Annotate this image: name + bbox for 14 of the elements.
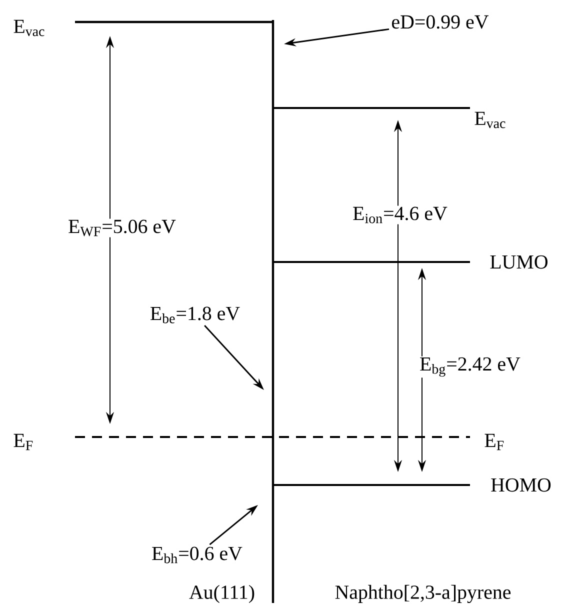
level-label: Au(111) bbox=[189, 584, 254, 604]
value-label: E$_{bh}$=0.6 eV bbox=[152, 546, 242, 564]
level-label: LUMO bbox=[490, 255, 548, 269]
level-label: E$_{F}$ bbox=[484, 434, 504, 450]
level-label: E$_{WF}$=5.06 eV bbox=[67, 218, 177, 238]
level-label: E$_{vac}$ bbox=[14, 20, 44, 36]
value-label: eD=0.99 eV bbox=[392, 15, 489, 29]
level-label: E$_{ion}$=4.6 eV bbox=[352, 206, 448, 224]
level-label: E$_{vac}$ bbox=[474, 112, 506, 128]
level-label: HOMO bbox=[491, 478, 551, 492]
value-label: E$_{be}$=1.8 eV bbox=[150, 306, 240, 324]
level-label: E$_{bg}$=2.42 eV bbox=[418, 356, 522, 378]
level-label: E$_{F}$ bbox=[14, 434, 33, 450]
level-label: Naphtho[2,3-a]pyrene bbox=[335, 584, 511, 604]
